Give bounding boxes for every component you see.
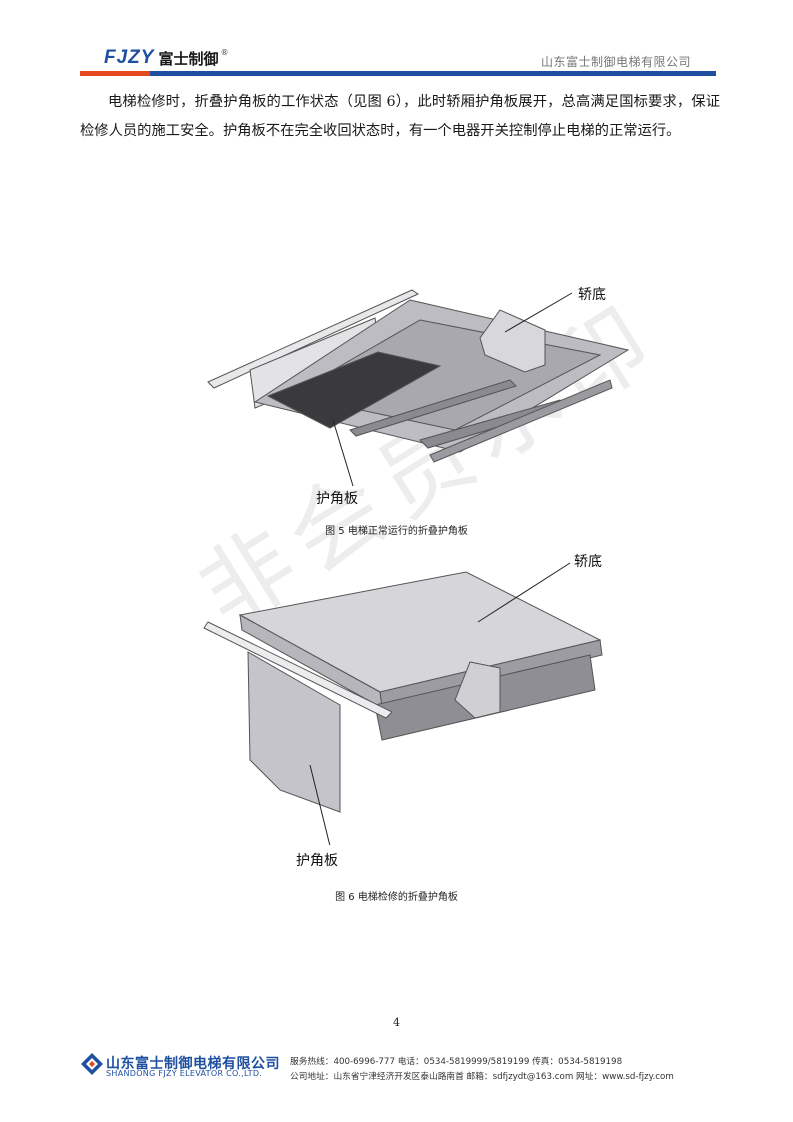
fig6-leader-top [477, 562, 571, 623]
fig5-beam-c [429, 379, 613, 463]
fig6-leader-bottom [309, 764, 331, 845]
fig6-caption: 图 6 电梯检修的折叠护角板 [335, 892, 458, 903]
logo-chinese: 富士制御 [158, 50, 219, 68]
fig5-beam-b [349, 379, 517, 437]
figure-6-drawing [203, 562, 603, 845]
footer-company-english: SHANDONG FJZY ELEVATOR CO.,LTD. [106, 1069, 263, 1078]
page-number: 4 [393, 1016, 400, 1029]
fig5-leader-bottom [332, 419, 354, 487]
fig6-bracket [454, 661, 501, 719]
footer-contact-line: 服务热线：400-6996-777 电话：0534-5819999/581919… [290, 1057, 623, 1067]
fig5-side-rail [207, 289, 420, 389]
fig5-bracket [479, 309, 546, 373]
fig5-callout-bottom: 护角板 [316, 491, 358, 507]
fig5-guard-plate [266, 351, 442, 429]
fig5-leader-top [504, 292, 573, 333]
body-paragraph: 电梯检修时，折叠护角板的工作状态（见图 6），此时轿厢护角板展开，总高满足国标要… [80, 94, 720, 139]
logo-registered-mark: ® [220, 48, 229, 57]
fig6-callout-top: 轿底 [574, 554, 602, 570]
footer-logo-icon [81, 1053, 103, 1075]
header-logo: FJZY 富士制御 ® [104, 47, 228, 69]
header-rule [80, 71, 716, 76]
fig5-caption: 图 5 电梯正常运行的折叠护角板 [325, 526, 468, 537]
header-company-name: 山东富士制御电梯有限公司 [540, 55, 691, 69]
footer-company-name: 山东富士制御电梯有限公司 [106, 1056, 280, 1072]
footer-address-line: 公司地址：山东省宁津经济开发区泰山路南首 邮箱：sdfjzydt@163.com… [290, 1072, 674, 1082]
fig6-callout-bottom: 护角板 [296, 853, 338, 869]
fig5-callout-top: 轿底 [578, 287, 606, 303]
logo-latin: FJZY [104, 47, 155, 68]
figure-5-drawing [207, 289, 630, 487]
fig6-guard-plate [247, 651, 341, 813]
fig6-side-rail [203, 621, 393, 719]
